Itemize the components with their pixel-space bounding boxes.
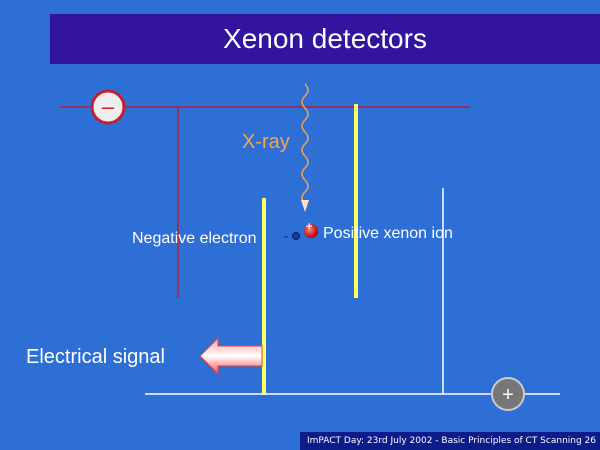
- ion-sign: +: [306, 221, 312, 233]
- xenon-ion: +: [304, 221, 318, 238]
- anode-symbol: +: [502, 384, 514, 406]
- xray-label: X-ray: [242, 131, 290, 153]
- electron-sign: -: [284, 228, 288, 243]
- electrical-signal-label: Electrical signal: [26, 346, 165, 368]
- xray-arrowhead: [301, 200, 309, 212]
- wavy-photon-icon: [301, 83, 309, 205]
- title-bar: Xenon detectors: [50, 14, 600, 64]
- footer-credit: ImPACT Day: 23rd July 2002 - Basic Princ…: [300, 432, 600, 450]
- electron: -: [284, 228, 300, 243]
- slide-title: Xenon detectors: [223, 23, 427, 54]
- negative-electron-label: Negative electron: [132, 230, 257, 247]
- positive-ion-label: Positive xenon ion: [323, 225, 453, 242]
- cathode-symbol: –: [102, 94, 115, 119]
- minus-circle-icon: –: [90, 89, 126, 125]
- left-arrow-icon: [199, 336, 263, 376]
- plus-circle-icon: +: [491, 377, 525, 411]
